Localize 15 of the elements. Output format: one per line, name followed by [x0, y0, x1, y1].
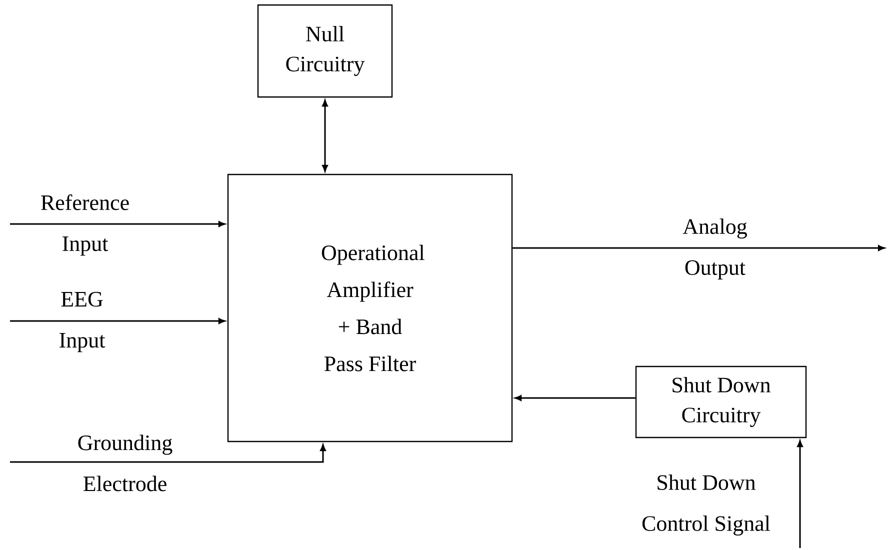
edge-label: EEG Input	[60, 292, 106, 352]
process-box: Null Circuitry	[257, 4, 393, 98]
arrow	[797, 440, 803, 548]
edge-label: Analog Output	[682, 218, 747, 280]
arrow	[10, 221, 226, 227]
process-box: Shut Down Circuitry	[635, 366, 807, 438]
arrow	[322, 100, 328, 172]
edge-label: Shut Down Control Signal	[642, 474, 770, 536]
arrow	[10, 444, 326, 463]
arrow	[10, 318, 226, 324]
edge-label: Reference Input	[41, 194, 129, 256]
arrow	[514, 395, 636, 401]
arrow	[512, 245, 885, 251]
process-box: Operational Amplifier + Band Pass Filter	[227, 174, 513, 442]
edge-label: Grounding Electrode	[78, 434, 172, 492]
